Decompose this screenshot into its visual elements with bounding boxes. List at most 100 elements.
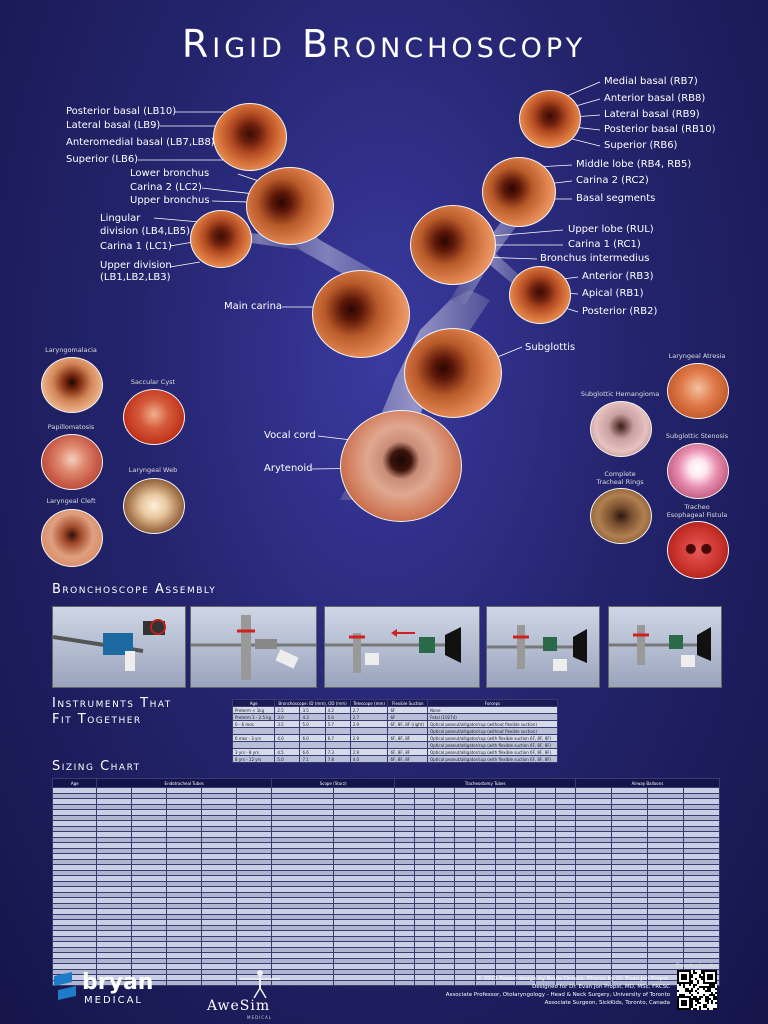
table-cell: [574, 979, 612, 986]
complete-rings-image: [590, 488, 652, 544]
table-cell: [387, 741, 429, 749]
papillomatosis-image: [41, 434, 103, 490]
table-cell: [231, 727, 276, 735]
table-cell: 6 mos - 3 yrs: [231, 734, 276, 742]
laryngeal-web-label: Laryngeal Web: [128, 466, 178, 474]
table-cell: Fetal (10274): [427, 713, 558, 721]
te-fistula-label-2: Esophageal Fistula: [666, 511, 728, 519]
table-cell: 6.0: [299, 734, 326, 742]
table-cell: 4.0: [349, 755, 389, 763]
subglottis-view: [404, 328, 502, 418]
assembly-step-4: [486, 606, 600, 688]
label-lb6: Superior (LB6): [66, 154, 139, 165]
table-cell: 5.7: [324, 720, 351, 728]
label-bronchus-intermedius: Bronchus intermedius: [540, 253, 650, 264]
awesim-figure: [230, 968, 290, 998]
instruments-header: Age: [231, 699, 276, 707]
main-carina-view: [312, 270, 410, 358]
table-cell: Optical peanut/alligator/cup (with flexi…: [427, 755, 558, 763]
label-lingular-2: division (LB4,LB5): [100, 226, 191, 237]
right-upper-lobe-view: [410, 205, 496, 285]
table-cell: 6F, 8F, 8F: [387, 755, 429, 763]
table-cell: [231, 741, 276, 749]
table-cell: [166, 979, 203, 986]
instruments-heading-1: Instruments That: [52, 696, 172, 711]
table-row: [51, 930, 721, 937]
label-arytenoid: Arytenoid: [264, 463, 313, 474]
table-cell: Optical peanut/alligator/cup (without fl…: [427, 727, 558, 735]
table-row: [51, 946, 721, 953]
credit-2: Designed for Dr. Evan Jon Propst, MD, MS…: [532, 984, 670, 990]
table-row: [51, 891, 721, 898]
table-cell: [274, 741, 301, 749]
table-cell: Preterm 1 - 2.5 kg: [231, 713, 276, 721]
table-cell: 4.3: [299, 713, 326, 721]
table-row: [51, 820, 721, 827]
label-rb8: Anterior basal (RB8): [604, 93, 706, 104]
middle-lobe-view: [482, 157, 556, 227]
table-cell: 6F, 8F, 8F: [387, 734, 429, 742]
lb-segments-view: [213, 103, 287, 171]
table-cell: 3.5: [299, 706, 326, 714]
complete-rings-label-1: Complete: [604, 470, 636, 478]
assembly-heading: Bronchoscope Assembly: [52, 582, 217, 597]
table-cell: 2.9: [349, 748, 389, 756]
table-row: [51, 974, 721, 981]
label-rc1: Carina 1 (RC1): [568, 239, 641, 250]
sizing-header: Age: [51, 778, 98, 788]
table-cell: [554, 979, 576, 986]
table-row: [51, 875, 721, 882]
table-row: [51, 979, 721, 986]
credit-1: © 2019 Poster design by Roula Drossis. P…: [476, 976, 670, 982]
table-cell: [610, 979, 648, 986]
table-cell: 2.9: [349, 734, 389, 742]
sizing-header: Tracheostomy Tubes: [394, 778, 576, 788]
table-cell: 2.9: [349, 720, 389, 728]
instruments-heading-2: Fit Together: [52, 712, 142, 727]
laryngeal-cleft-label: Laryngeal Cleft: [46, 497, 96, 505]
complete-rings-label-2: Tracheal Rings: [596, 478, 644, 486]
label-rb6: Superior (RB6): [604, 140, 678, 151]
label-rb7: Medial basal (RB7): [604, 76, 698, 87]
table-cell: [324, 727, 351, 735]
sizing-header: Scope (Storz): [270, 778, 396, 788]
label-rb2: Posterior (RB2): [582, 306, 658, 317]
table-cell: Optical peanut/alligator/cup (with flexi…: [427, 734, 558, 742]
label-upper-bronchus: Upper bronchus: [130, 195, 210, 206]
table-cell: [387, 727, 429, 735]
label-rb3: Anterior (RB3): [582, 271, 654, 282]
laryngeal-cleft-image: [41, 509, 103, 567]
label-middle-lobe: Middle lobe (RB4, RB5): [576, 159, 692, 170]
table-cell: 0 - 6 mos: [231, 720, 276, 728]
table-cell: 6F: [387, 706, 429, 714]
table-cell: [349, 727, 389, 735]
qr-code[interactable]: [677, 970, 717, 1010]
assembly-step-1: [52, 606, 186, 688]
table-cell: Optical peanut/alligator/cup (with flexi…: [427, 748, 558, 756]
table-cell: 7.3: [324, 748, 351, 756]
instruments-header: Telescope (mm): [349, 699, 389, 707]
table-cell: 4.0: [274, 734, 301, 742]
label-lc2: Carina 2 (LC2): [130, 182, 202, 193]
label-main-carina: Main carina: [224, 301, 283, 312]
table-cell: 6F, 8F, 8F: [387, 748, 429, 756]
saccular-cyst-label: Saccular Cyst: [130, 378, 176, 386]
table-row: Optical peanut/alligator/cup (with flexi…: [231, 741, 558, 749]
bryan-logo-text: bryan: [82, 970, 154, 995]
table-cell: 7.8: [324, 755, 351, 763]
table-cell: 6.7: [324, 734, 351, 742]
bryan-logo-mark: [52, 972, 78, 1006]
table-cell: 2.5: [274, 706, 301, 714]
table-row: [51, 880, 721, 887]
table-row: [51, 847, 721, 854]
credit-3: Associate Professor, Otolaryngology - He…: [445, 992, 670, 998]
label-rb1: Apical (RB1): [582, 288, 644, 299]
laryngomalacia-image: [41, 357, 103, 413]
table-cell: 4.5: [274, 748, 301, 756]
table-cell: 4.2: [324, 706, 351, 714]
laryngeal-atresia-image: [667, 363, 729, 419]
subglottic-stenosis-label: Subglottic Stenosis: [665, 432, 729, 440]
label-basal-segments: Basal segments: [576, 193, 656, 204]
